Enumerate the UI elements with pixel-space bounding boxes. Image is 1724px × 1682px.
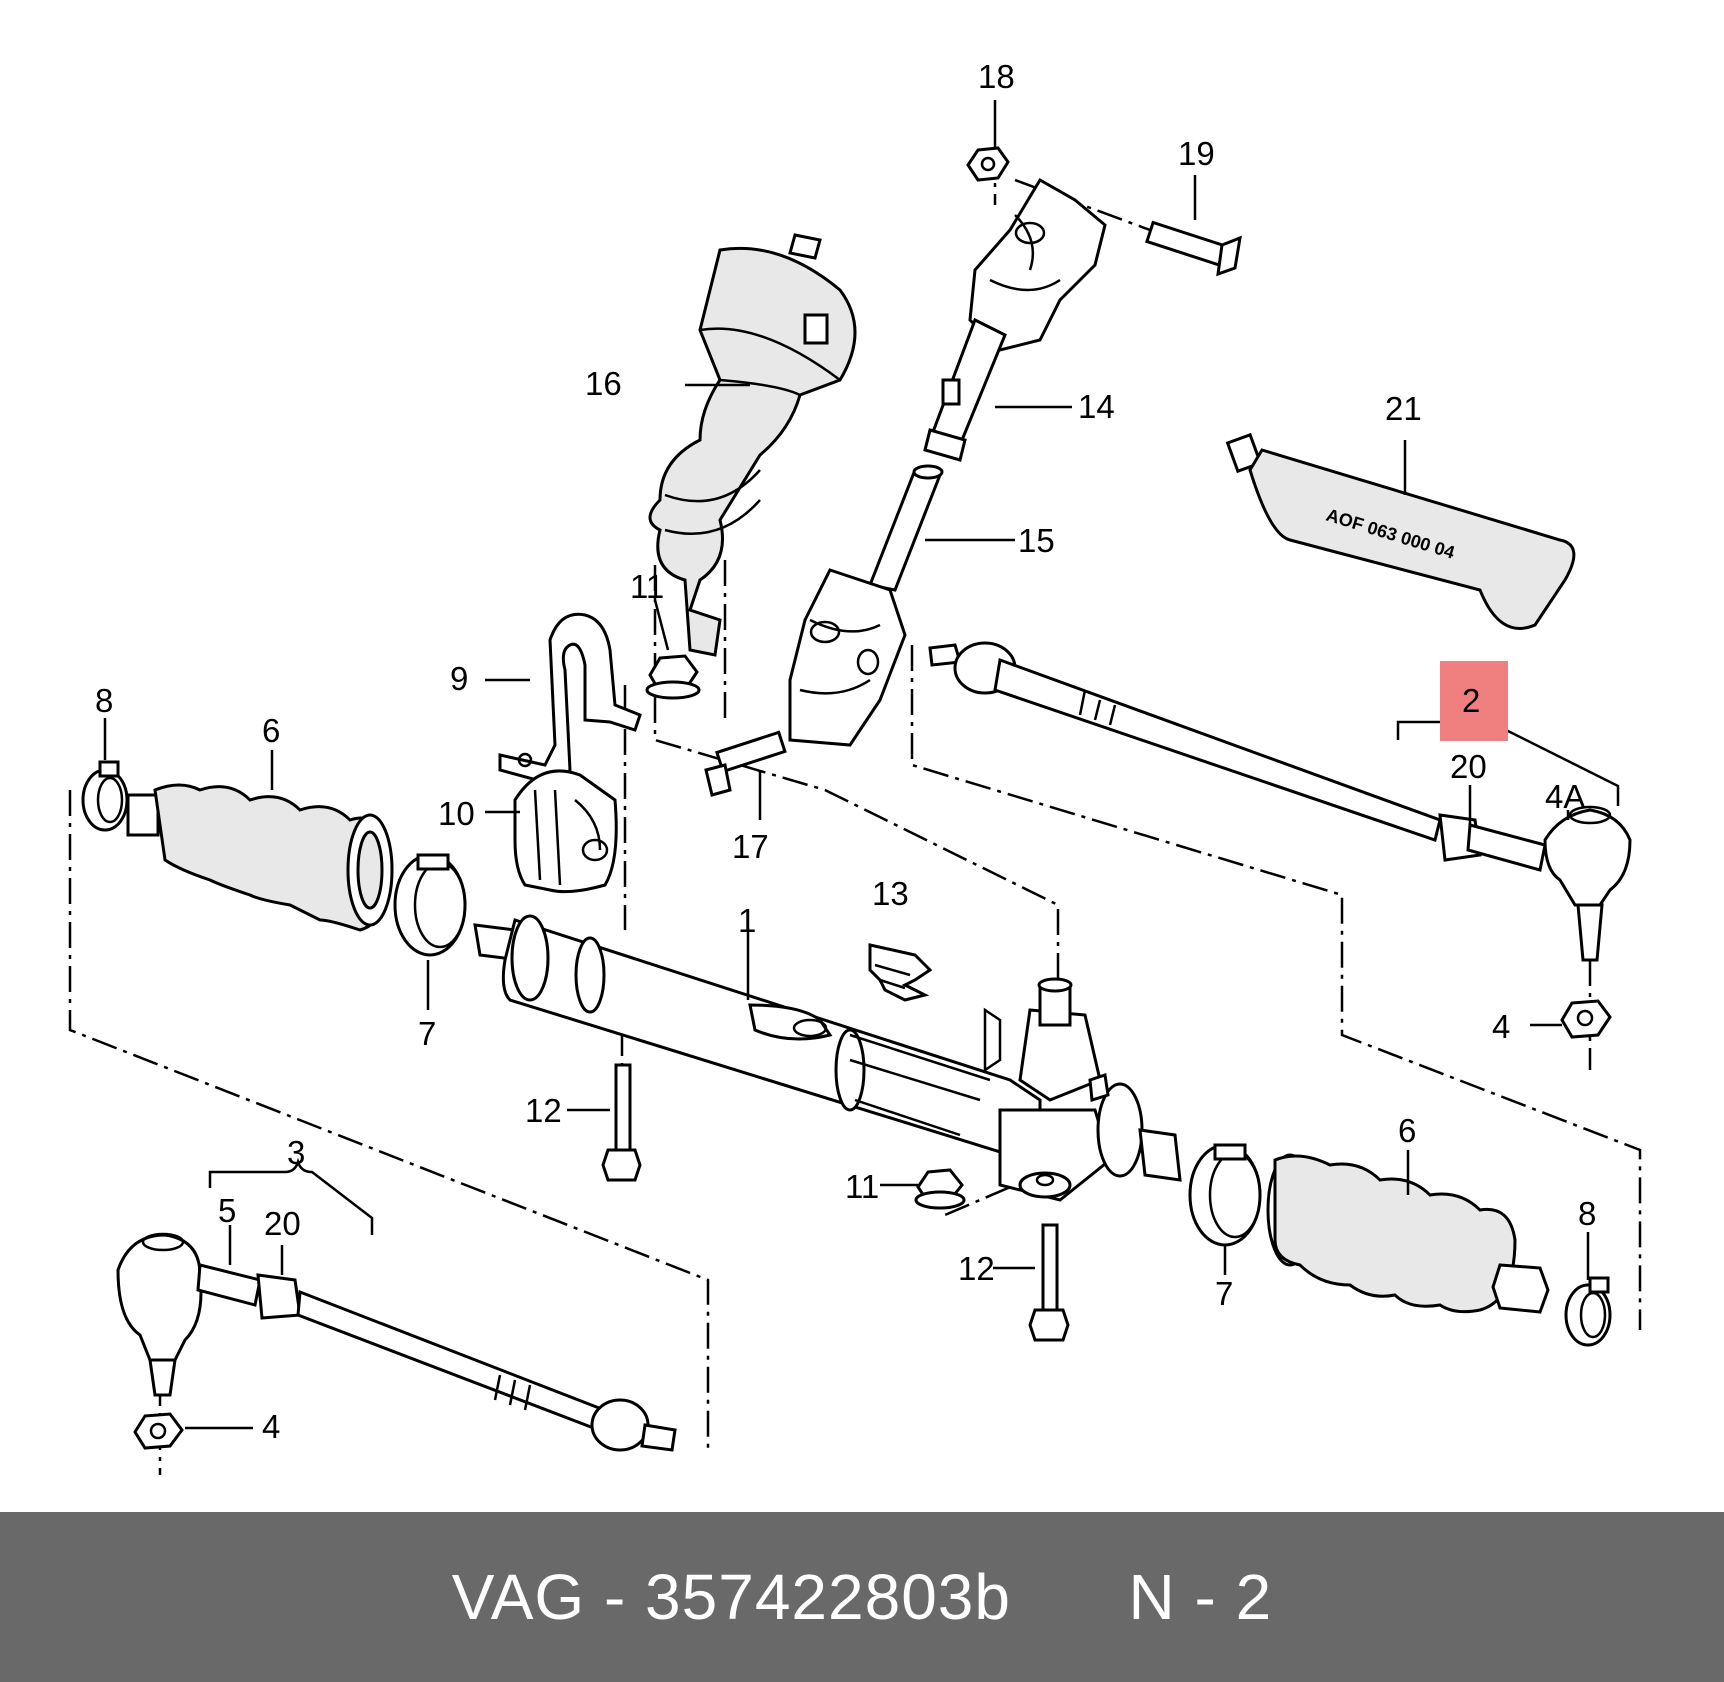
mounting-stud-left xyxy=(601,1063,642,1182)
part-labels: 1 2 3 4 4 4A 5 6 6 7 7 8 8 9 10 11 11 12… xyxy=(95,58,1596,1445)
part-number-footer: VAG - 357422803b N - 2 xyxy=(0,1512,1724,1682)
hose-clamp-right xyxy=(1188,1143,1262,1247)
label-5: 5 xyxy=(218,1192,236,1229)
reference-prefix: N xyxy=(1128,1561,1176,1633)
label-15: 15 xyxy=(1018,522,1055,559)
brand-separator: - xyxy=(603,1561,627,1633)
label-4-left: 4 xyxy=(262,1408,280,1445)
label-9: 9 xyxy=(450,660,468,697)
label-7-left: 7 xyxy=(418,1015,436,1052)
label-10: 10 xyxy=(438,795,475,832)
label-2: 2 xyxy=(1462,682,1480,719)
flange-nut-upper xyxy=(645,654,701,700)
label-12-right: 12 xyxy=(958,1250,995,1287)
rack-mount-bushing xyxy=(513,769,618,894)
label-7-right: 7 xyxy=(1215,1275,1233,1312)
label-4-right: 4 xyxy=(1492,1008,1510,1045)
group-bracket-3 xyxy=(208,1157,374,1235)
label-13: 13 xyxy=(872,875,909,912)
lower-shaft-joint xyxy=(788,464,944,747)
label-19: 19 xyxy=(1178,135,1215,172)
top-bolt-nut xyxy=(966,146,1242,277)
highlight-marker-2 xyxy=(1440,661,1508,741)
label-11-upper: 11 xyxy=(630,568,664,605)
hose-clamp-left xyxy=(393,853,467,957)
label-6-right: 6 xyxy=(1398,1112,1416,1149)
label-8-left: 8 xyxy=(95,682,113,719)
label-6-left: 6 xyxy=(262,712,280,749)
label-3: 3 xyxy=(287,1134,305,1171)
part-number: 357422803b xyxy=(645,1561,1011,1633)
steering-rack-exploded-diagram: AOF 063 000 04 xyxy=(68,58,1642,1475)
retaining-clip xyxy=(868,943,933,1002)
label-12-left: 12 xyxy=(525,1092,562,1129)
boot-clip-left xyxy=(81,760,129,832)
label-1: 1 xyxy=(738,902,756,939)
intermediate-shaft xyxy=(923,177,1107,462)
label-11-lower: 11 xyxy=(845,1168,879,1205)
brand-name: VAG xyxy=(451,1561,586,1633)
pinch-bolt xyxy=(704,730,787,797)
rack-clamp-bracket xyxy=(498,612,642,787)
flange-nut-lower xyxy=(914,1168,966,1210)
mounting-stud-right xyxy=(1028,1223,1070,1342)
label-20-right: 20 xyxy=(1450,748,1487,785)
label-20-left: 20 xyxy=(264,1205,301,1242)
label-18: 18 xyxy=(978,58,1015,95)
label-4a: 4A xyxy=(1545,778,1585,815)
steering-column-boot xyxy=(648,233,857,657)
rack-boot-left xyxy=(126,783,394,932)
label-14: 14 xyxy=(1078,388,1115,425)
tie-rod-left xyxy=(116,1232,677,1452)
label-8-right: 8 xyxy=(1578,1195,1596,1232)
grease-tube: AOF 063 000 04 xyxy=(1225,432,1576,630)
label-16: 16 xyxy=(585,365,622,402)
leader-lines xyxy=(103,100,1590,1430)
label-17: 17 xyxy=(732,828,769,865)
reference-number: 2 xyxy=(1235,1561,1273,1633)
rack-boot-right xyxy=(1266,1153,1550,1314)
label-21: 21 xyxy=(1385,390,1422,427)
boot-clip-right xyxy=(1564,1276,1612,1347)
tie-rod-right xyxy=(928,641,1632,1039)
footer-caption: VAG - 357422803b N - 2 xyxy=(452,1560,1272,1634)
steering-rack-housing xyxy=(473,914,1182,1202)
reference-separator: - xyxy=(1194,1561,1217,1633)
